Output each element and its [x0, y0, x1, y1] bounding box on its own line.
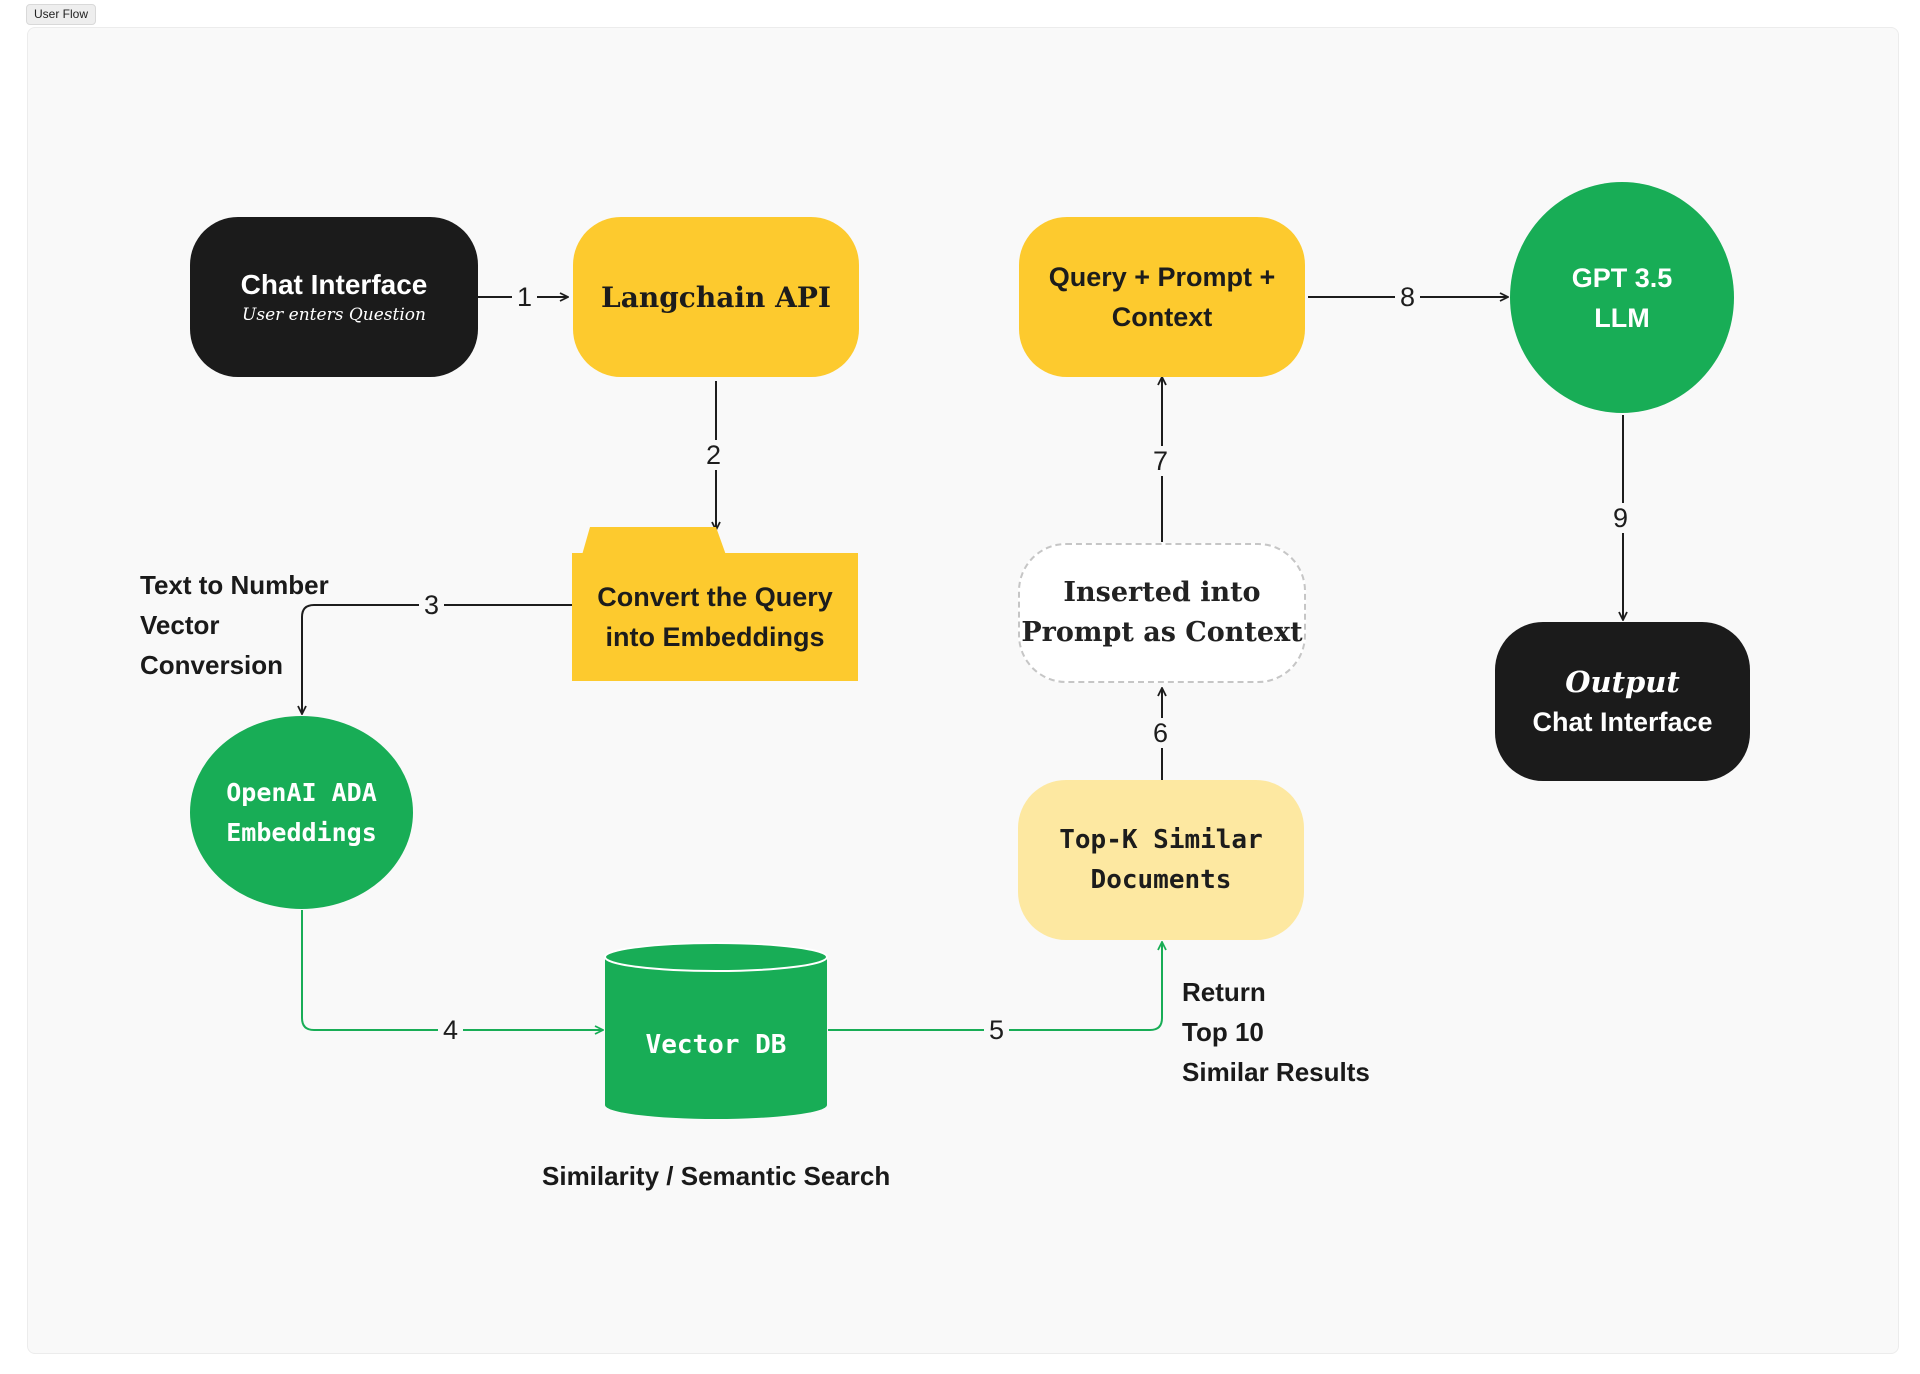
query-prompt-line1: Query + Prompt +: [1048, 262, 1276, 292]
output-chat-interface-node[interactable]: Output Chat Interface: [1495, 622, 1750, 781]
connector-4: [301, 910, 603, 1030]
step-label-7: 7: [1148, 446, 1174, 476]
similarity-search-caption: Similarity / Semantic Search: [542, 1161, 891, 1191]
gpt-llm-node[interactable]: GPT 3.5 LLM: [1510, 182, 1734, 413]
vector-db-node[interactable]: Vector DB: [605, 990, 827, 1100]
connector-5: [828, 942, 1162, 1031]
chat-interface-subtitle: User enters Question: [242, 305, 426, 325]
openai-ada-node[interactable]: OpenAI ADA Embeddings: [190, 716, 413, 909]
convert-query-line1: Convert the Query: [597, 582, 833, 612]
langchain-api-title: Langchain API: [601, 280, 831, 314]
query-prompt-line2: Context: [1111, 302, 1213, 332]
step-label-8: 8: [1395, 282, 1421, 312]
return-top-line1: Return: [1182, 977, 1266, 1007]
output-line2: Chat Interface: [1532, 706, 1713, 737]
frame-label[interactable]: User Flow: [26, 4, 97, 25]
output-line1: Output: [1565, 664, 1680, 699]
top-k-node[interactable]: Top-K Similar Documents: [1018, 780, 1304, 940]
text-to-number-line1: Text to Number: [140, 570, 329, 600]
inserted-line2: Prompt as Context: [1021, 617, 1303, 648]
step-label-1: 1: [512, 282, 538, 312]
openai-ada-line1: OpenAI ADA: [226, 777, 377, 807]
text-to-number-line3: Conversion: [140, 650, 284, 680]
connector-3: [302, 604, 572, 714]
step-label-2: 2: [701, 440, 727, 470]
query-prompt-context-node[interactable]: Query + Prompt + Context: [1019, 217, 1305, 377]
folder-tab: [582, 527, 726, 555]
top-k-line2: Documents: [1090, 865, 1232, 895]
return-top-line3: Similar Results: [1182, 1057, 1370, 1087]
step-label-5: 5: [984, 1015, 1010, 1045]
langchain-api-node[interactable]: Langchain API: [573, 217, 859, 377]
return-top-annotation: Return Top 10 Similar Results: [1182, 972, 1370, 1092]
chat-interface-node[interactable]: Chat Interface User enters Question: [190, 217, 478, 377]
convert-query-line2: into Embeddings: [605, 622, 825, 652]
text-to-number-annotation: Text to Number Vector Conversion: [140, 565, 329, 685]
openai-ada-line2: Embeddings: [226, 817, 377, 847]
chat-interface-title: Chat Interface: [240, 269, 428, 300]
step-label-3: 3: [419, 590, 445, 620]
step-label-6: 6: [1148, 718, 1174, 748]
convert-query-node[interactable]: Convert the Query into Embeddings: [572, 553, 858, 681]
inserted-context-node[interactable]: Inserted into Prompt as Context: [1018, 543, 1306, 683]
gpt-line2: LLM: [1594, 302, 1650, 333]
inserted-line1: Inserted into: [1063, 577, 1261, 608]
return-top-line2: Top 10: [1182, 1017, 1264, 1047]
step-label-4: 4: [438, 1015, 464, 1045]
text-to-number-line2: Vector: [140, 610, 220, 640]
vector-db-cylinder: [604, 942, 828, 1119]
vector-db-title: Vector DB: [645, 1030, 787, 1060]
step-label-9: 9: [1608, 503, 1634, 533]
gpt-line1: GPT 3.5: [1571, 262, 1673, 293]
top-k-line1: Top-K Similar: [1059, 825, 1263, 855]
